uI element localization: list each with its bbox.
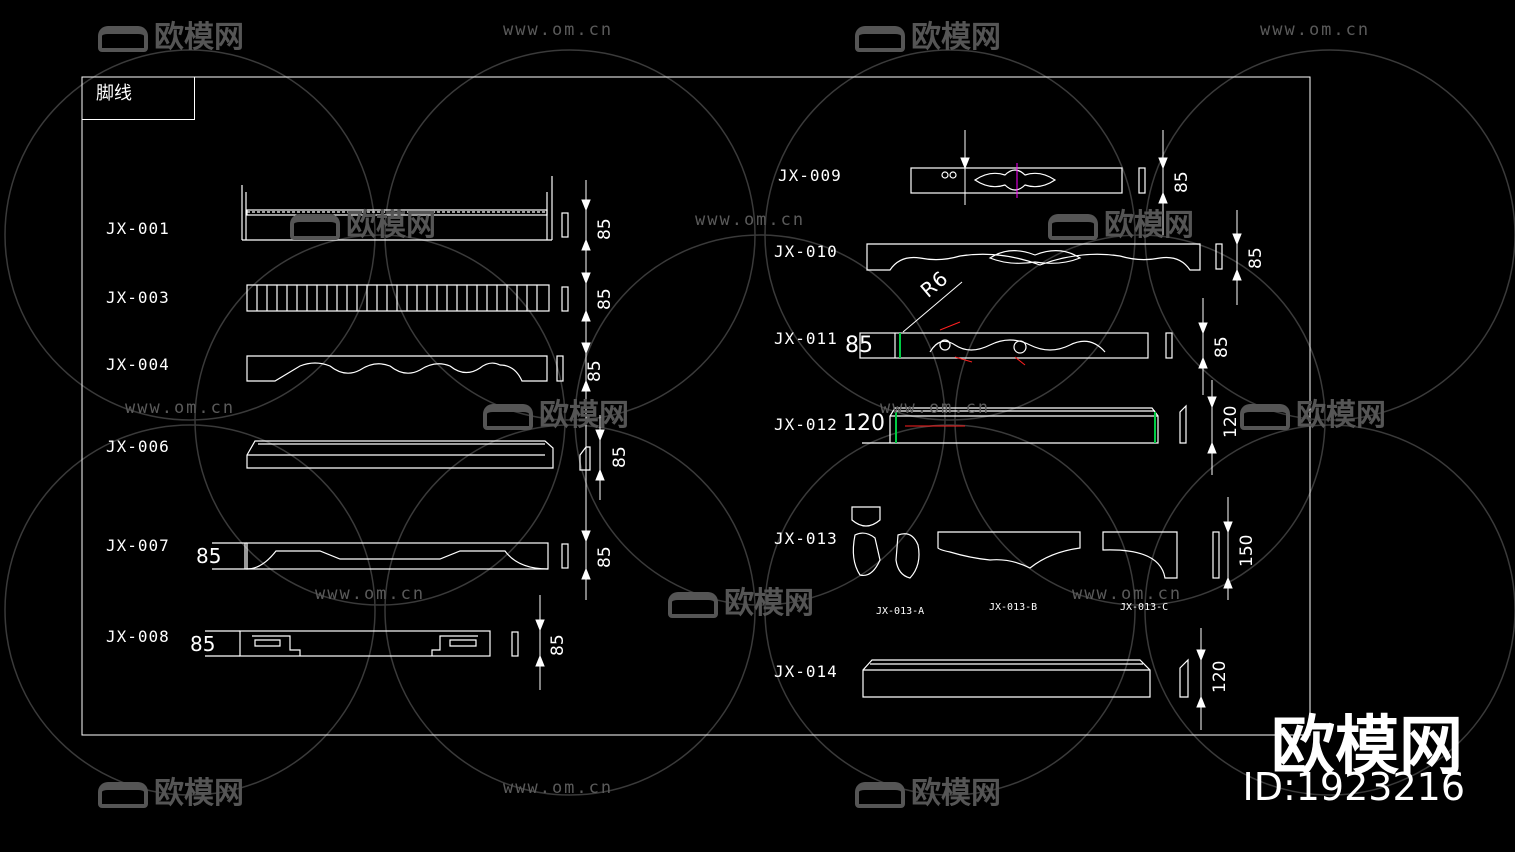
item-label-jx-006: JX-006 — [106, 437, 170, 456]
left-dim-jx-007: 85 — [196, 544, 222, 568]
dimension-lines-right — [902, 130, 1242, 730]
item-label-jx-010: JX-010 — [774, 242, 838, 261]
dim-jx-006: 85 — [610, 446, 630, 468]
jx-013-a-label: JX-013-A — [876, 606, 925, 617]
profile-jx-001 — [241, 176, 569, 241]
item-label-jx-014: JX-014 — [774, 662, 838, 681]
profiles-left — [205, 176, 591, 657]
profile-jx-012 — [862, 404, 1187, 444]
jx-013-b-label: JX-013-B — [989, 602, 1038, 613]
profile-jx-013 — [851, 506, 1220, 579]
profile-jx-003 — [246, 284, 569, 312]
watermark-logo: 欧模网 — [98, 768, 244, 812]
watermark-logo: 欧模网 — [290, 200, 436, 244]
item-label-jx-004: JX-004 — [106, 355, 170, 374]
watermark-url: www.om.cn — [695, 210, 806, 230]
watermark-url: www.om.cn — [125, 398, 236, 418]
dim-jx-012: 120 — [1221, 405, 1241, 438]
sheet-title-box: 脚线 — [82, 77, 195, 120]
watermark-url: www.om.cn — [315, 584, 426, 604]
watermark-url: www.om.cn — [503, 778, 614, 798]
item-label-jx-012: JX-012 — [774, 415, 838, 434]
profile-jx-011 — [859, 332, 1173, 359]
dim-jx-003: 85 — [595, 288, 615, 310]
watermark-logo: 欧模网 — [668, 578, 814, 622]
profile-jx-008 — [205, 630, 519, 657]
jx-013-c-label: JX-013-C — [1120, 602, 1169, 613]
dim-jx-014: 120 — [1210, 660, 1230, 693]
watermark-logo: 欧模网 — [98, 12, 244, 56]
dim-jx-004: 85 — [585, 360, 605, 382]
left-dim-jx-008: 85 — [190, 632, 216, 656]
watermark-url: www.om.cn — [880, 398, 991, 418]
dim-jx-001: 85 — [595, 218, 615, 240]
watermark-url: www.om.cn — [1260, 20, 1371, 40]
item-label-jx-009: JX-009 — [778, 166, 842, 185]
watermark-logo: 欧模网 — [1048, 200, 1194, 244]
left-dim-jx-012: 120 — [843, 411, 885, 436]
watermark-logo: 欧模网 — [1240, 390, 1386, 434]
watermark-logo: 欧模网 — [483, 390, 629, 434]
brand-logo: 欧模网 — [1271, 710, 1463, 784]
watermark-logo: 欧模网 — [855, 12, 1001, 56]
item-label-jx-003: JX-003 — [106, 288, 170, 307]
profile-jx-009 — [910, 167, 1146, 194]
sheet-border — [81, 76, 1311, 736]
dim-jx-008: 85 — [548, 634, 568, 656]
item-label-jx-007: JX-007 — [106, 536, 170, 555]
dim-jx-009: 85 — [1172, 171, 1192, 193]
watermark-url: www.om.cn — [503, 20, 614, 40]
model-id: ID:1923216 — [1242, 765, 1465, 809]
profile-jx-010 — [866, 243, 1223, 271]
dim-jx-013: 150 — [1237, 534, 1257, 567]
profile-jx-014 — [862, 658, 1189, 698]
dim-jx-011: 85 — [1212, 336, 1232, 358]
item-label-jx-008: JX-008 — [106, 627, 170, 646]
item-label-jx-011: JX-011 — [774, 329, 838, 348]
profiles-right — [851, 167, 1223, 698]
dim-jx-007: 85 — [595, 546, 615, 568]
watermark-logo: 欧模网 — [855, 768, 1001, 812]
watermark-circles — [4, 49, 1515, 796]
sheet-title: 脚线 — [96, 83, 132, 104]
dimension-lines-left — [535, 180, 605, 690]
dim-jx-010: 85 — [1246, 247, 1266, 269]
watermark-url: www.om.cn — [1072, 584, 1183, 604]
item-label-jx-013: JX-013 — [774, 529, 838, 548]
colored-accents — [895, 163, 1156, 443]
profile-jx-007 — [212, 542, 569, 570]
left-dim-jx-011: 85 — [845, 333, 873, 358]
item-label-jx-001: JX-001 — [106, 219, 170, 238]
profile-jx-006 — [246, 440, 591, 471]
profile-jx-004 — [246, 355, 564, 382]
